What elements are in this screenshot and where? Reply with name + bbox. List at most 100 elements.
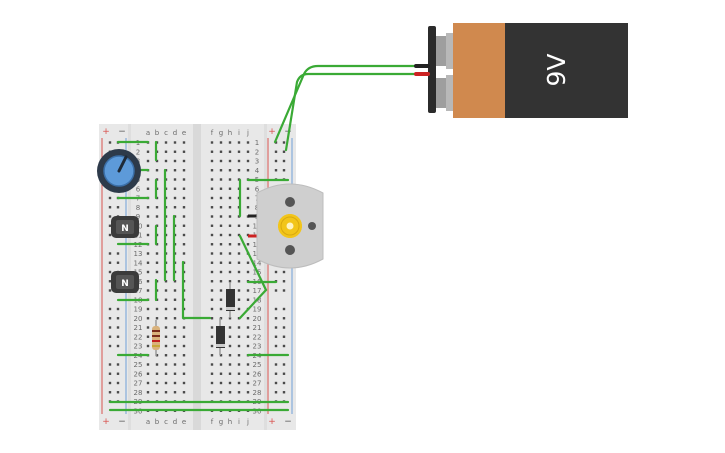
breadboard-hole[interactable] xyxy=(173,196,177,200)
rail-hole[interactable] xyxy=(116,252,120,255)
breadboard-hole[interactable] xyxy=(182,141,186,144)
rail-hole[interactable] xyxy=(108,391,112,394)
rail-hole[interactable] xyxy=(108,224,112,227)
breadboard-hole[interactable] xyxy=(228,335,232,338)
breadboard-hole[interactable] xyxy=(164,354,168,357)
breadboard-hole[interactable] xyxy=(219,372,223,375)
breadboard-hole[interactable] xyxy=(146,363,150,366)
breadboard-hole[interactable] xyxy=(173,206,177,209)
rail-hole[interactable] xyxy=(274,363,278,366)
breadboard-hole[interactable] xyxy=(237,391,241,394)
breadboard-hole[interactable] xyxy=(182,224,186,227)
breadboard-hole[interactable] xyxy=(146,391,150,394)
breadboard-hole[interactable] xyxy=(228,261,232,264)
rail-hole[interactable] xyxy=(274,150,278,153)
rail-hole[interactable] xyxy=(116,372,120,375)
breadboard-hole[interactable] xyxy=(210,280,214,283)
breadboard-hole[interactable] xyxy=(246,141,250,144)
breadboard-hole[interactable] xyxy=(146,178,150,181)
breadboard-hole[interactable] xyxy=(182,391,186,394)
wire-diode-return[interactable] xyxy=(238,288,268,320)
rail-hole[interactable] xyxy=(108,196,112,200)
breadboard-hole[interactable] xyxy=(146,307,150,311)
breadboard-hole[interactable] xyxy=(164,150,168,153)
breadboard-hole[interactable] xyxy=(164,298,168,301)
rail-hole[interactable] xyxy=(108,317,112,320)
resistor[interactable] xyxy=(152,320,160,356)
breadboard-hole[interactable] xyxy=(182,335,186,338)
rail-hole[interactable] xyxy=(108,307,112,311)
rail-hole[interactable] xyxy=(108,252,112,255)
breadboard-hole[interactable] xyxy=(237,150,241,153)
breadboard-hole[interactable] xyxy=(155,169,159,172)
rail-hole[interactable] xyxy=(116,317,120,320)
breadboard-hole[interactable] xyxy=(173,298,177,301)
breadboard-hole[interactable] xyxy=(246,206,250,209)
rail-hole[interactable] xyxy=(108,215,112,218)
rail-hole[interactable] xyxy=(282,335,286,338)
breadboard-hole[interactable] xyxy=(182,344,186,348)
rail-hole[interactable] xyxy=(116,391,120,394)
breadboard-hole[interactable] xyxy=(182,187,186,190)
breadboard-hole[interactable] xyxy=(246,261,250,264)
breadboard-hole[interactable] xyxy=(228,243,232,246)
breadboard-hole[interactable] xyxy=(237,354,241,357)
breadboard-hole[interactable] xyxy=(155,159,159,163)
breadboard-hole[interactable] xyxy=(164,326,168,329)
rail-hole[interactable] xyxy=(282,289,286,292)
rail-hole[interactable] xyxy=(108,289,112,292)
breadboard-hole[interactable] xyxy=(219,298,223,301)
breadboard-hole[interactable] xyxy=(246,363,250,366)
breadboard-hole[interactable] xyxy=(219,196,223,200)
breadboard-hole[interactable] xyxy=(237,243,241,246)
breadboard-hole[interactable] xyxy=(210,298,214,301)
rail-hole[interactable] xyxy=(116,363,120,366)
breadboard-hole[interactable] xyxy=(173,169,177,172)
breadboard-hole[interactable] xyxy=(210,169,214,172)
breadboard-hole[interactable] xyxy=(210,391,214,394)
diode-2[interactable] xyxy=(216,318,225,355)
rail-hole[interactable] xyxy=(108,280,112,283)
breadboard-hole[interactable] xyxy=(246,187,250,190)
breadboard-hole[interactable] xyxy=(237,363,241,366)
breadboard-hole[interactable] xyxy=(146,335,150,338)
breadboard-hole[interactable] xyxy=(246,326,250,329)
breadboard-hole[interactable] xyxy=(237,307,241,311)
breadboard-hole[interactable] xyxy=(210,141,214,144)
breadboard-hole[interactable] xyxy=(210,335,214,338)
breadboard-hole[interactable] xyxy=(219,381,223,385)
potentiometer[interactable] xyxy=(97,149,141,193)
breadboard-hole[interactable] xyxy=(237,381,241,385)
breadboard-hole[interactable] xyxy=(228,363,232,366)
breadboard-hole[interactable] xyxy=(228,169,232,172)
rail-hole[interactable] xyxy=(108,270,112,274)
breadboard-hole[interactable] xyxy=(173,159,177,163)
breadboard-hole[interactable] xyxy=(237,141,241,144)
rail-hole[interactable] xyxy=(282,159,286,163)
breadboard-hole[interactable] xyxy=(146,381,150,385)
rail-hole[interactable] xyxy=(274,141,278,144)
breadboard-hole[interactable] xyxy=(164,381,168,385)
breadboard-hole[interactable] xyxy=(219,307,223,311)
rail-hole[interactable] xyxy=(116,261,120,264)
rail-hole[interactable] xyxy=(274,335,278,338)
breadboard-hole[interactable] xyxy=(173,363,177,366)
breadboard-hole[interactable] xyxy=(246,150,250,153)
breadboard-hole[interactable] xyxy=(210,372,214,375)
breadboard-hole[interactable] xyxy=(173,326,177,329)
breadboard-hole[interactable] xyxy=(228,187,232,190)
breadboard-hole[interactable] xyxy=(219,178,223,181)
breadboard-hole[interactable] xyxy=(155,391,159,394)
breadboard-hole[interactable] xyxy=(173,150,177,153)
breadboard-hole[interactable] xyxy=(146,270,150,274)
rail-hole[interactable] xyxy=(108,363,112,366)
rail-hole[interactable] xyxy=(282,381,286,385)
rail-hole[interactable] xyxy=(274,317,278,320)
rail-hole[interactable] xyxy=(274,159,278,163)
breadboard-hole[interactable] xyxy=(164,280,168,283)
rail-hole[interactable] xyxy=(116,206,120,209)
breadboard-hole[interactable] xyxy=(164,391,168,394)
breadboard-hole[interactable] xyxy=(173,354,177,357)
rail-hole[interactable] xyxy=(282,169,286,172)
breadboard-hole[interactable] xyxy=(164,344,168,348)
